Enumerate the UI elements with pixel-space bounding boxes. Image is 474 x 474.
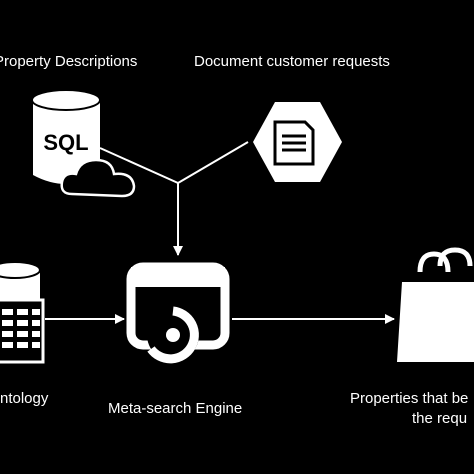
document-requests-label: Document customer requests bbox=[194, 53, 390, 70]
sql-label: SQL bbox=[43, 130, 88, 155]
result-label-line2: the requ bbox=[412, 410, 468, 427]
shopping-bag-icon bbox=[397, 247, 474, 362]
ontology-label: ntology bbox=[0, 390, 49, 407]
connectors bbox=[45, 141, 395, 324]
engine-label: Meta-search Engine bbox=[108, 400, 243, 417]
property-descriptions-label: Property Descriptions bbox=[0, 53, 138, 70]
result-label-line1: Properties that be bbox=[350, 390, 469, 407]
document-hexagon-icon bbox=[253, 102, 342, 182]
connector-sql-to-engine bbox=[99, 147, 183, 256]
connector-document-to-engine bbox=[177, 141, 249, 184]
database-cloud-icon: SQL bbox=[31, 89, 136, 198]
search-engine-icon bbox=[126, 262, 230, 364]
database-table-icon bbox=[0, 261, 45, 364]
cloud-icon bbox=[60, 158, 136, 198]
